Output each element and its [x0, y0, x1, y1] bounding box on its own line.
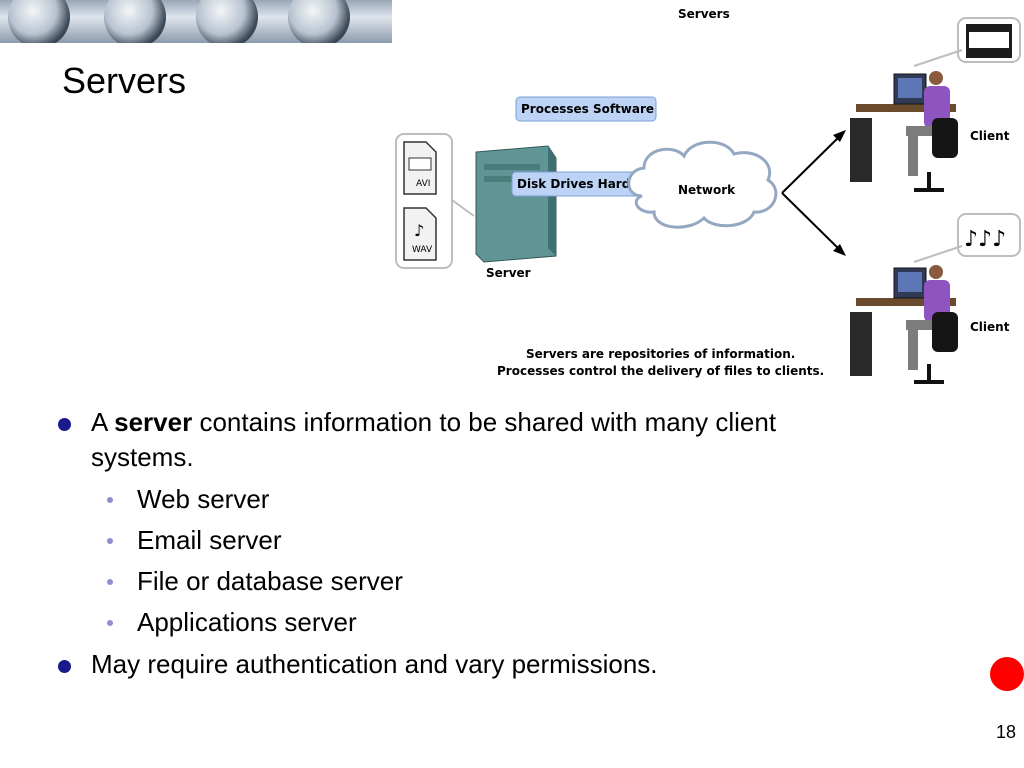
- network-label: Network: [678, 183, 736, 197]
- bullet-1-text: contains information to be shared with m…: [91, 407, 777, 472]
- slide-title: Servers: [62, 60, 187, 101]
- wav-file-icon: ♪ WAV: [403, 207, 437, 261]
- network-cloud-icon: [627, 140, 778, 229]
- bullet-dot-icon: [58, 418, 71, 431]
- server-types-list: Web server Email server File or database…: [91, 479, 876, 643]
- diagram-footer-line-1: Servers are repositories of information.: [526, 347, 795, 361]
- svg-text:WAV: WAV: [412, 245, 433, 255]
- servers-diagram: Servers AVI ♪ WAV Server Processes Softw…: [395, 7, 1021, 384]
- bullet-list: A server contains information to be shar…: [56, 405, 876, 686]
- client-label-1: Client: [970, 129, 1010, 143]
- sub-item-web-server: Web server: [91, 479, 876, 520]
- bullet-1-bold-term: server: [114, 407, 193, 437]
- svg-text:♪♪♪: ♪♪♪: [964, 227, 1006, 252]
- sub-item-email-server: Email server: [91, 520, 876, 561]
- red-circle-marker: [990, 657, 1024, 691]
- bullet-server-definition: A server contains information to be shar…: [56, 405, 876, 643]
- bullet-1-prefix: A: [91, 407, 115, 437]
- client-label-2: Client: [970, 320, 1010, 334]
- processes-software-label: Processes Software: [521, 102, 654, 116]
- server-label: Server: [486, 266, 531, 280]
- bullet-2-text: May require authentication and vary perm…: [91, 649, 658, 679]
- bullet-dot-icon: [58, 660, 71, 673]
- header-banner-image: [0, 0, 392, 43]
- svg-text:♪: ♪: [414, 221, 424, 240]
- music-bubble-icon: ♪♪♪: [913, 213, 1021, 263]
- file-icons-panel: AVI ♪ WAV: [395, 133, 475, 269]
- client-workstation-icon-2: [850, 265, 958, 384]
- sub-item-file-db-server: File or database server: [91, 561, 876, 602]
- sub-bullet-icon: [107, 620, 113, 626]
- sub-item-applications-server: Applications server: [91, 602, 876, 643]
- sub-bullet-icon: [107, 579, 113, 585]
- svg-text:AVI: AVI: [416, 179, 430, 189]
- avi-file-icon: AVI: [403, 141, 437, 195]
- diagram-footer-line-2: Processes control the delivery of files …: [497, 364, 824, 378]
- video-bubble-icon: [913, 17, 1021, 67]
- client-workstation-icon-1: [850, 71, 958, 192]
- sub-bullet-icon: [107, 497, 113, 503]
- diagram-title: Servers: [678, 7, 730, 21]
- page-number: 18: [995, 722, 1016, 742]
- sub-bullet-icon: [107, 538, 113, 544]
- disk-drives-label: Disk Drives Hardware: [517, 177, 664, 191]
- bullet-authentication: May require authentication and vary perm…: [56, 647, 876, 682]
- server-tower-icon: [475, 145, 557, 263]
